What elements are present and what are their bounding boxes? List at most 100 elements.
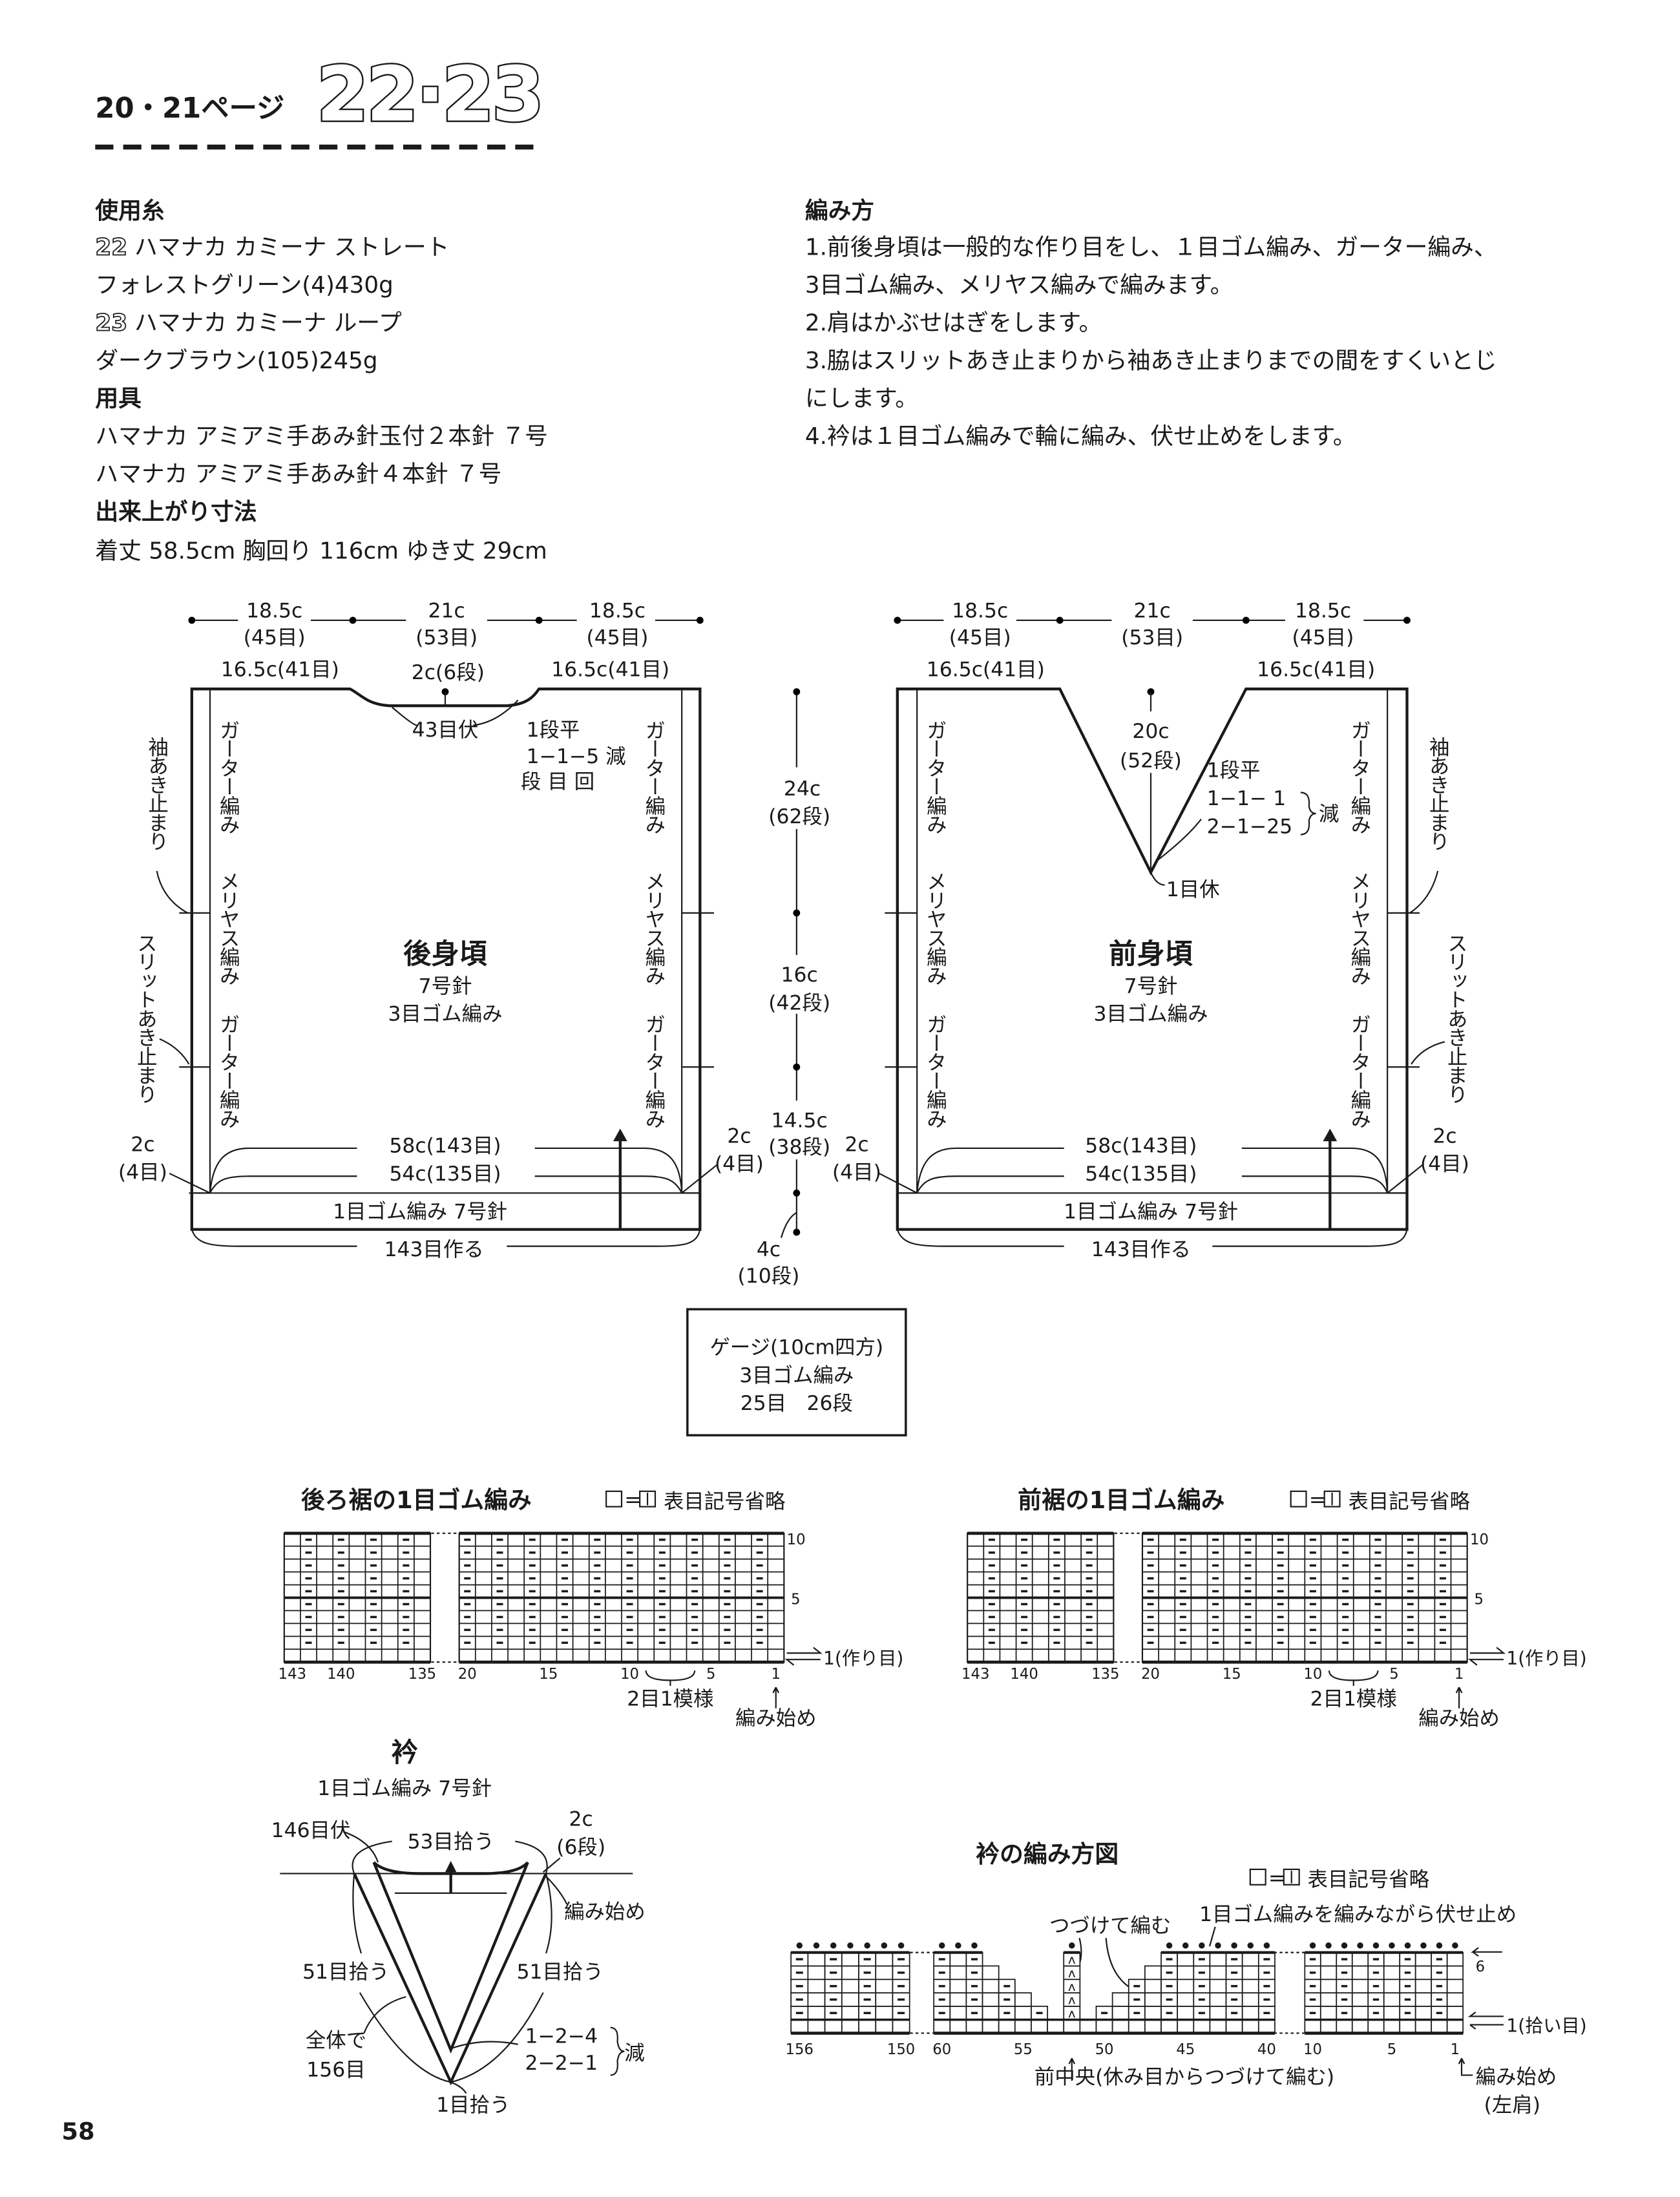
instruction-line: 3目ゴム編み、メリヤス編みで編みます。 (805, 272, 1234, 299)
chart-cell (1209, 1992, 1227, 2007)
column-label: 143 (278, 1666, 306, 1683)
rib-band-label: 1目ゴム編み 7号針 (333, 1200, 507, 1223)
chart-cell (1225, 2019, 1243, 2034)
row-label: 10 (787, 1531, 806, 1548)
column-label: 1 (1454, 1666, 1464, 1683)
side-cm: 2c (131, 1133, 154, 1156)
center-front-note: 前中央(休み目からつづけて編む) (1034, 2065, 1334, 2088)
height-yoke-cm: 24c (784, 777, 821, 801)
decrease-symbol: ʌ (1068, 2006, 1076, 2021)
bind-off-symbol (898, 1942, 905, 1949)
back-shoulder-sts: (45目) (244, 626, 306, 649)
stockinette-label: メリヤス編み (923, 871, 947, 985)
stockinette-label: メリヤス編み (642, 871, 666, 985)
back-neck-dec: 段 目 回 (521, 770, 594, 794)
front-body-title: 前身頃 (1109, 938, 1193, 971)
chart-cell (1209, 1965, 1227, 1981)
front-shoulder-inner-left: 16.5c(41目) (927, 658, 1045, 682)
repeat-brace (1328, 1670, 1379, 1687)
chart-cell (1383, 1992, 1401, 2007)
rib-stitch-label: 3目ゴム編み (388, 1003, 502, 1026)
width-58: 58c(143目) (1085, 1134, 1197, 1157)
collar-pick-right: 51目拾う (517, 1960, 604, 1984)
bind-off-symbol (1436, 1942, 1443, 1949)
tool-1: ハマナカ アミアミ手あみ針玉付２本針 ７号 (95, 423, 547, 450)
start-label: 編み始め (735, 1707, 817, 1730)
chart-cell (949, 2019, 967, 2034)
chart-cell (875, 2005, 894, 2021)
bind-off-symbol (1182, 1942, 1189, 1949)
yarn-heading: 使用糸 (95, 198, 164, 224)
garter-label: ガーター編み (216, 1014, 240, 1128)
bind-off-symbol (1452, 1942, 1458, 1949)
decrease-symbol: ʌ (1068, 1966, 1076, 1981)
symbol-legend: = 表目記号省略 (605, 1489, 785, 1513)
column-label: 10 (1303, 1666, 1322, 1683)
needle-size: 7号針 (419, 974, 472, 998)
front-shoulder-inner-right: 16.5c(41目) (1257, 658, 1375, 682)
chart-cell (1414, 2019, 1433, 2034)
repeat-label: 2目1模様 (1310, 1687, 1397, 1710)
chart-cell (1111, 2019, 1129, 2034)
tool-2: ハマナカ アミアミ手あみ針４本針 ７号 (95, 461, 501, 487)
column-label: 15 (539, 1666, 558, 1683)
bind-off-symbol (830, 1942, 837, 1949)
chart-cell (1367, 2019, 1385, 2034)
chart-cell (1193, 2019, 1211, 2034)
pattern-numbers-logo: 22·23 (317, 50, 541, 138)
chart-cell (1446, 1992, 1464, 2007)
chart-cell (875, 2019, 894, 2034)
bind-off-symbol (1357, 1942, 1363, 1949)
collar-title: 衿 (392, 1737, 418, 1768)
row-6-arrow (1471, 1947, 1502, 1957)
chart-cell (982, 1979, 1000, 1993)
column-label: 60 (932, 2041, 951, 2058)
decrease-symbol: ʌ (1068, 1979, 1076, 1994)
size-heading: 出来上がり寸法 (95, 499, 257, 525)
back-neck-sts: (53目) (415, 626, 478, 649)
legend-text: 表目記号省略 (1349, 1490, 1470, 1513)
height-slit-rows: (38段) (768, 1136, 830, 1159)
front-shoulder-cm: 18.5c (952, 600, 1008, 623)
bind-off-symbol (971, 1942, 978, 1949)
instruction-line: 2.肩はかぶせはぎをします。 (805, 310, 1102, 336)
repeat-brace (645, 1670, 696, 1687)
instructions-heading: 編み方 (805, 198, 874, 224)
chart-cell (1446, 2019, 1464, 2034)
chart-cell (1063, 2019, 1081, 2034)
front-shoulder-sts: (45目) (949, 626, 1011, 649)
row-label: 10 (1470, 1531, 1489, 1548)
decrease-symbol: ʌ (1068, 1993, 1076, 2008)
center-front-arrow (1068, 2057, 1076, 2081)
chart-cell (1177, 1992, 1195, 2007)
column-label: 55 (1014, 2041, 1033, 2058)
chart-cell (807, 1951, 826, 1967)
back-body-diagram: 18.5c (45目) 21c (53目) 18.5c (45目) 16.5c(… (118, 599, 764, 1261)
chart-cell (982, 1992, 1000, 2007)
chart-cell (841, 1965, 859, 1981)
instruction-line: にします。 (805, 385, 918, 412)
chart-cell (1446, 2005, 1464, 2021)
tools-heading: 用具 (95, 385, 142, 412)
chart-cell (1209, 1979, 1227, 1993)
side-cm: 2c (727, 1124, 751, 1148)
collar-chart-start: 編み始め (1476, 2065, 1557, 2088)
chart-cell (1319, 2019, 1338, 2034)
front-hem-chart-title: 前裾の1目ゴム編み (1018, 1486, 1224, 1514)
rib-band-label: 1目ゴム編み 7号針 (1064, 1200, 1238, 1223)
chart-cell (841, 1992, 859, 2007)
pickup-row-arrows (1467, 2012, 1504, 2030)
cast-on-label: 143目作る (384, 1238, 484, 1261)
chart-cell (1414, 1965, 1433, 1981)
chart-cell (858, 2019, 877, 2034)
chart-cell (841, 1979, 859, 1993)
chart-cell (949, 1965, 967, 1981)
chart-cell (807, 1979, 826, 1993)
row-direction-arrows (1467, 1646, 1506, 1666)
page-number: 58 (61, 2118, 94, 2145)
chart-cell (1160, 2019, 1179, 2034)
collar-total: 全体で (306, 2029, 366, 2052)
width-54: 54c(135目) (389, 1162, 501, 1186)
symbol-legend: = 表目記号省略 (1290, 1489, 1470, 1513)
